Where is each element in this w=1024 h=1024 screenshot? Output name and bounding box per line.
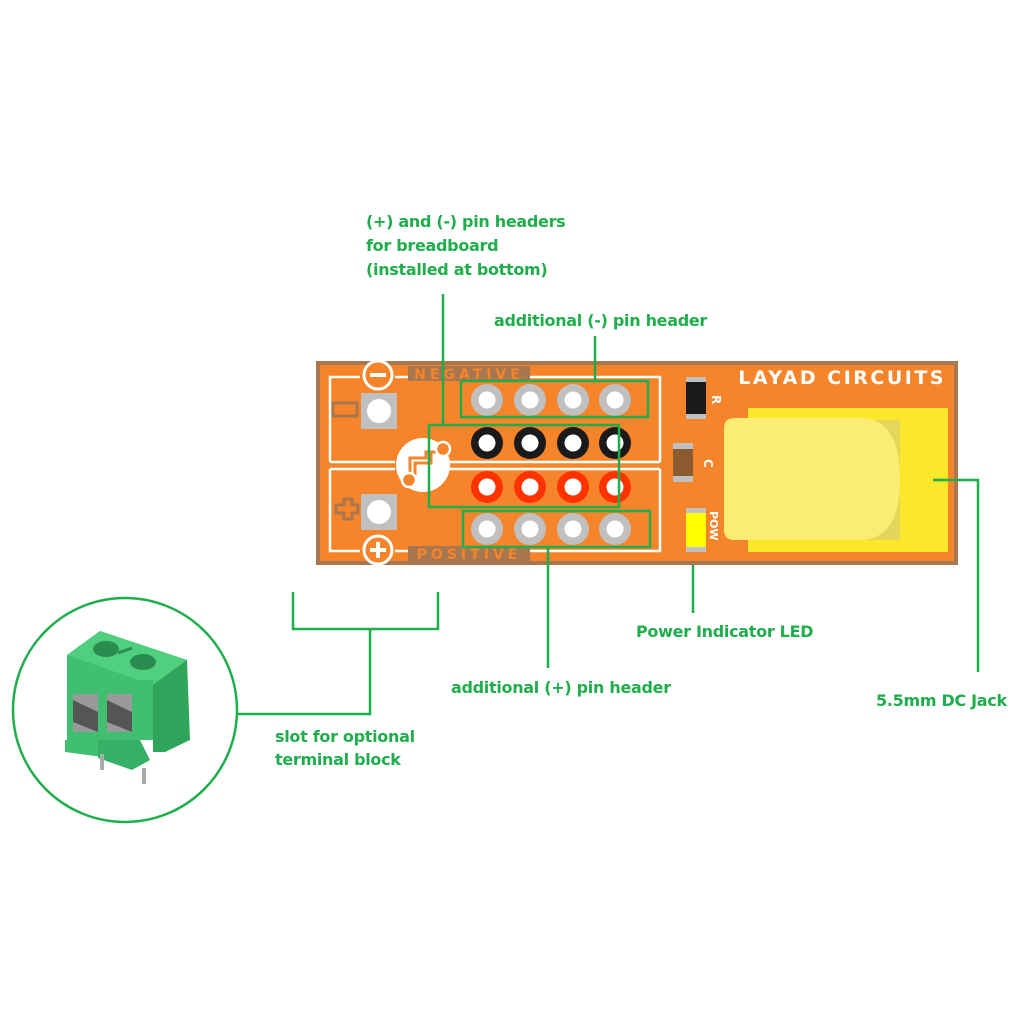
pos-extra-pin — [471, 513, 503, 545]
pos-header-box — [461, 509, 652, 549]
neg-breadboard-pin — [557, 427, 589, 459]
pos-extra-pin — [599, 513, 631, 545]
capacitor-label: C — [701, 459, 715, 468]
neg-extra-pin — [514, 384, 546, 416]
resistor: R — [686, 377, 723, 419]
breadboard-headers-label-2: for breadboard — [366, 236, 498, 255]
capacitor: C — [673, 443, 715, 482]
pos-extra-pin — [557, 513, 589, 545]
positive-label: POSITIVE — [417, 547, 522, 563]
minus-icon — [362, 359, 394, 391]
terminal-block-label-2: terminal block — [275, 750, 401, 769]
pos-breadboard-pin — [557, 471, 589, 503]
dc-jack-label: 5.5mm DC Jack — [876, 691, 1007, 710]
terminal-block-inset — [11, 596, 239, 824]
plus-icon — [362, 534, 394, 566]
led-label: POW — [707, 511, 720, 541]
terminal-block-icon — [65, 631, 190, 784]
terminal-pad-negative — [331, 393, 397, 429]
neg-header-box — [459, 379, 650, 419]
pos-header-label: additional (+) pin header — [451, 678, 671, 697]
breadboard-headers-label-1: (+) and (-) pin headers — [366, 212, 565, 231]
resistor-label: R — [709, 395, 723, 404]
pos-breadboard-pin — [599, 471, 631, 503]
breadboard-headers-label-3: (installed at bottom) — [366, 260, 547, 279]
neg-extra-pin — [471, 384, 503, 416]
neg-header-label: additional (-) pin header — [494, 311, 707, 330]
breadboard-header-box — [427, 423, 621, 509]
power-led: POW — [686, 508, 720, 552]
pos-extra-pin — [514, 513, 546, 545]
brand-label: LAYAD CIRCUITS — [738, 367, 946, 389]
led-callout-label: Power Indicator LED — [636, 622, 813, 641]
negative-label: NEGATIVE — [414, 367, 524, 383]
pos-breadboard-pin — [514, 471, 546, 503]
dc-jack — [724, 408, 948, 552]
layad-logo-icon — [396, 438, 452, 492]
pos-breadboard-pin — [471, 471, 503, 503]
terminal-pad-positive — [334, 494, 397, 530]
neg-breadboard-pin — [471, 427, 503, 459]
neg-breadboard-pin — [514, 427, 546, 459]
neg-extra-pin — [599, 384, 631, 416]
pcb-board: NEGATIVE POSITIVE — [316, 359, 958, 566]
terminal-block-label-1: slot for optional — [275, 727, 415, 746]
neg-extra-pin — [557, 384, 589, 416]
neg-breadboard-pin — [599, 427, 631, 459]
leader-lines — [236, 294, 980, 716]
